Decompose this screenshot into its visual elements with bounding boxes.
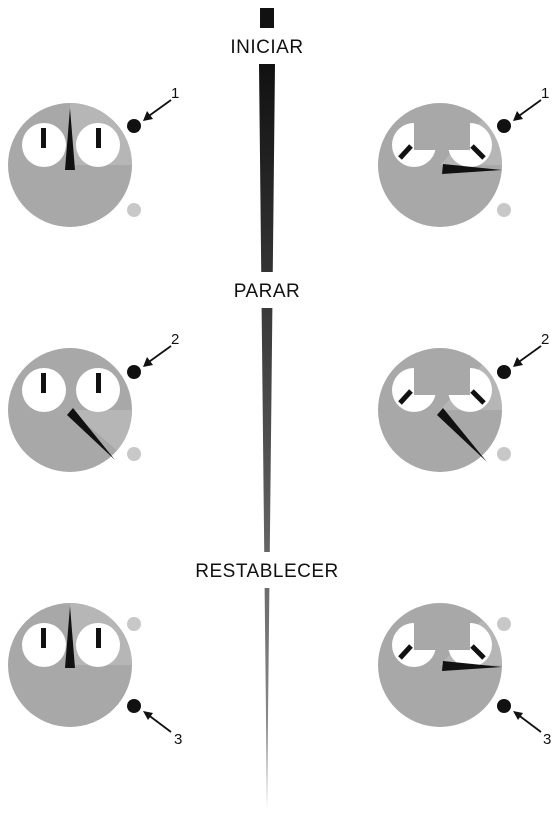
step-label-iniciar: INICIAR xyxy=(230,37,303,58)
button-number: 2 xyxy=(541,331,549,348)
button-top xyxy=(127,365,141,379)
subdial-hand xyxy=(96,628,101,648)
timeline-gap-parar xyxy=(200,272,335,308)
step-label-restablecer: RESTABLECER xyxy=(195,561,338,582)
button-top xyxy=(497,617,511,631)
button-top xyxy=(127,617,141,631)
arrow-head xyxy=(143,711,153,720)
arrow-shaft xyxy=(145,345,172,365)
subdial-hand xyxy=(398,389,413,405)
button-bottom xyxy=(127,447,141,461)
second-hand xyxy=(65,606,75,668)
arrow-shaft xyxy=(145,99,172,119)
subdial-hand xyxy=(470,144,486,160)
button-number: 1 xyxy=(541,85,549,102)
button-bottom xyxy=(497,203,511,217)
timeline-top-block xyxy=(260,8,274,28)
subdial-hand xyxy=(398,144,413,160)
arrow-shaft xyxy=(515,345,542,365)
arrow-head xyxy=(143,357,153,367)
timeline xyxy=(170,8,365,810)
subdial-hand xyxy=(41,628,46,648)
button-bottom xyxy=(497,699,511,713)
stopwatch-reset-left: 3 xyxy=(8,603,182,748)
subdial-hand xyxy=(41,373,46,393)
button-number: 3 xyxy=(543,731,551,748)
button-number: 1 xyxy=(171,85,179,102)
subdial-hand xyxy=(96,128,101,148)
arrow-head xyxy=(513,357,523,367)
arrow-shaft xyxy=(146,713,172,733)
timeline-gap-restablecer xyxy=(170,552,365,588)
second-hand xyxy=(65,108,75,170)
subdial-hand xyxy=(470,644,486,660)
arrow-head xyxy=(513,711,523,720)
timeline-wedge xyxy=(259,64,275,810)
arrow-head xyxy=(513,111,523,121)
stopwatch-start-left: 1 xyxy=(8,85,179,227)
arrow-shaft xyxy=(515,99,542,119)
second-hand xyxy=(67,408,115,460)
stopwatch-reset-right: 3 xyxy=(378,603,551,748)
watch-top-area xyxy=(414,110,470,150)
subdial-hand xyxy=(96,373,101,393)
button-top xyxy=(497,365,511,379)
subdial-hand xyxy=(398,644,413,660)
button-top xyxy=(497,119,511,133)
second-hand xyxy=(442,661,502,671)
button-top xyxy=(127,119,141,133)
stopwatch-stop-right: 2 xyxy=(378,331,549,472)
arrow-head xyxy=(143,111,153,121)
button-bottom xyxy=(127,699,141,713)
button-number: 2 xyxy=(171,331,179,348)
stopwatch-stop-left: 2 xyxy=(8,331,179,472)
step-label-parar: PARAR xyxy=(234,281,301,302)
stopwatch-start-right: 1 xyxy=(378,85,549,227)
button-bottom xyxy=(497,447,511,461)
second-hand xyxy=(442,164,502,174)
button-number: 3 xyxy=(174,731,182,748)
watch-top-area xyxy=(414,355,470,395)
arrow-shaft xyxy=(516,713,542,733)
subdial-hand xyxy=(41,128,46,148)
watch-top-area xyxy=(414,610,470,650)
button-bottom xyxy=(127,203,141,217)
subdial-hand xyxy=(470,389,486,405)
second-hand xyxy=(437,408,487,462)
